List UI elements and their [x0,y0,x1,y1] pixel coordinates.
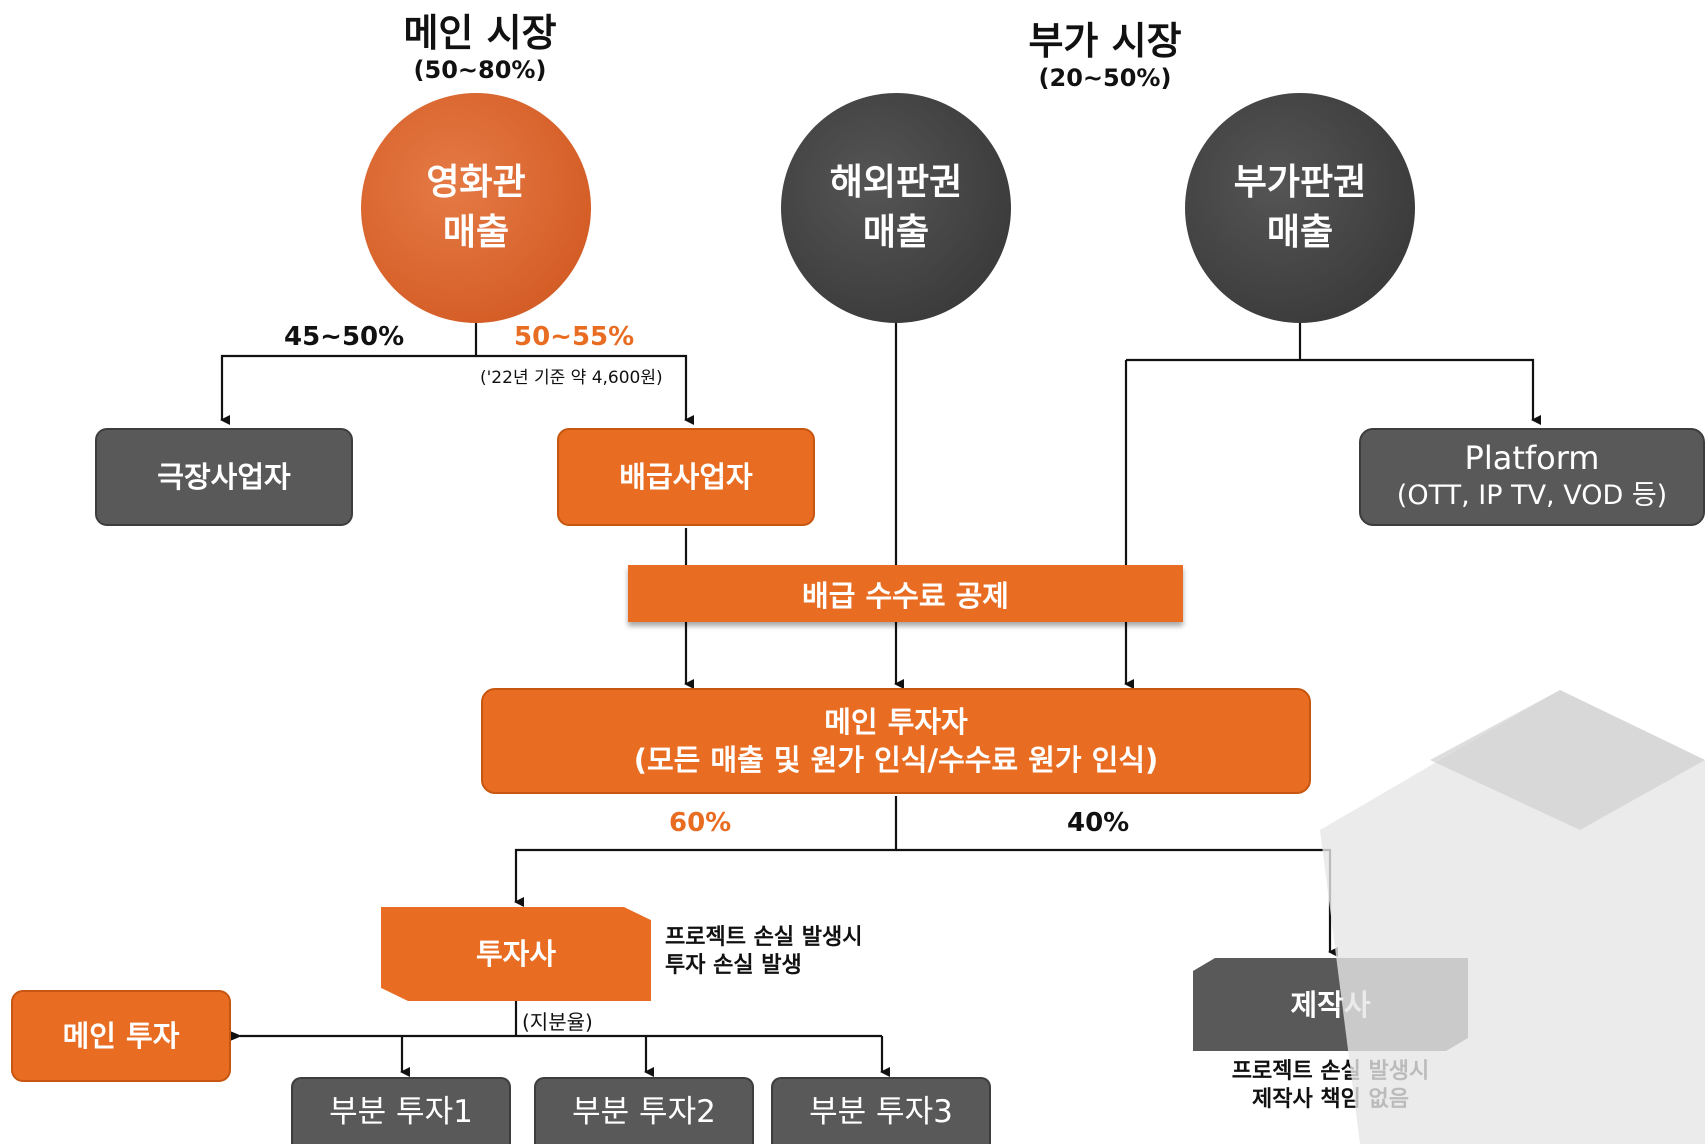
distributor-share-label: 50~55% [514,322,635,352]
producer-share-label: 40% [1067,808,1130,838]
partial-investment-2-box: 부분 투자2 [534,1077,754,1144]
partial-investment-3-label: 부분 투자3 [809,1093,953,1130]
sub-market-range: (20~50%) [1038,64,1172,92]
platform-box: Platform (OTT, IP TV, VOD 등) [1359,428,1705,526]
theater-share-label: 45~50% [284,322,405,352]
main-market-title: 메인 시장 [403,11,557,55]
investor-label: 투자사 [475,937,557,971]
investor-share-label: 60% [669,808,732,838]
theater-operator-box: 극장사업자 [95,428,353,526]
investor-box: 투자사 [381,907,651,1001]
ancillary-rights-revenue-circle: 부가판권 매출 [1185,93,1415,323]
main-investor-title: 메인 투자자 [824,705,968,739]
distribution-fee-deduction-band: 배급 수수료 공제 [628,565,1183,622]
main-investor-box: 메인 투자자 (모든 매출 및 원가 인식/수수료 원가 인식) [481,688,1311,794]
overseas-rights-revenue-circle: 해외판권 매출 [781,93,1011,323]
platform-subtitle: (OTT, IP TV, VOD 등) [1396,480,1668,511]
sub-market-title: 부가 시장 [1028,19,1182,63]
partial-investment-2-label: 부분 투자2 [572,1093,716,1130]
main-investment-label: 메인 투자 [62,1019,180,1053]
distributor-box: 배급사업자 [557,428,815,526]
investor-note-line2: 투자 손실 발생 [665,953,802,978]
investor-note-line1: 프로젝트 손실 발생시 [665,925,863,950]
investor-note: 프로젝트 손실 발생시 투자 손실 발생 [665,924,862,980]
watermark-logo [1320,690,1705,1144]
partial-investment-1-box: 부분 투자1 [291,1077,511,1144]
main-market-range: (50~80%) [413,56,547,84]
distributor-share-note: ('22년 기준 약 4,600원) [480,368,663,388]
box-office-revenue-circle: 영화관 매출 [361,93,591,323]
partial-investment-3-box: 부분 투자3 [771,1077,991,1144]
equity-ratio-label: (지분율) [522,1010,593,1034]
theater-operator-label: 극장사업자 [157,460,291,494]
partial-investment-1-label: 부분 투자1 [329,1093,473,1130]
main-investment-box: 메인 투자 [11,990,231,1082]
distributor-label: 배급사업자 [619,460,753,494]
platform-title: Platform [1464,439,1600,477]
main-investor-subtitle: (모든 매출 및 원가 인식/수수료 원가 인식) [633,743,1159,777]
